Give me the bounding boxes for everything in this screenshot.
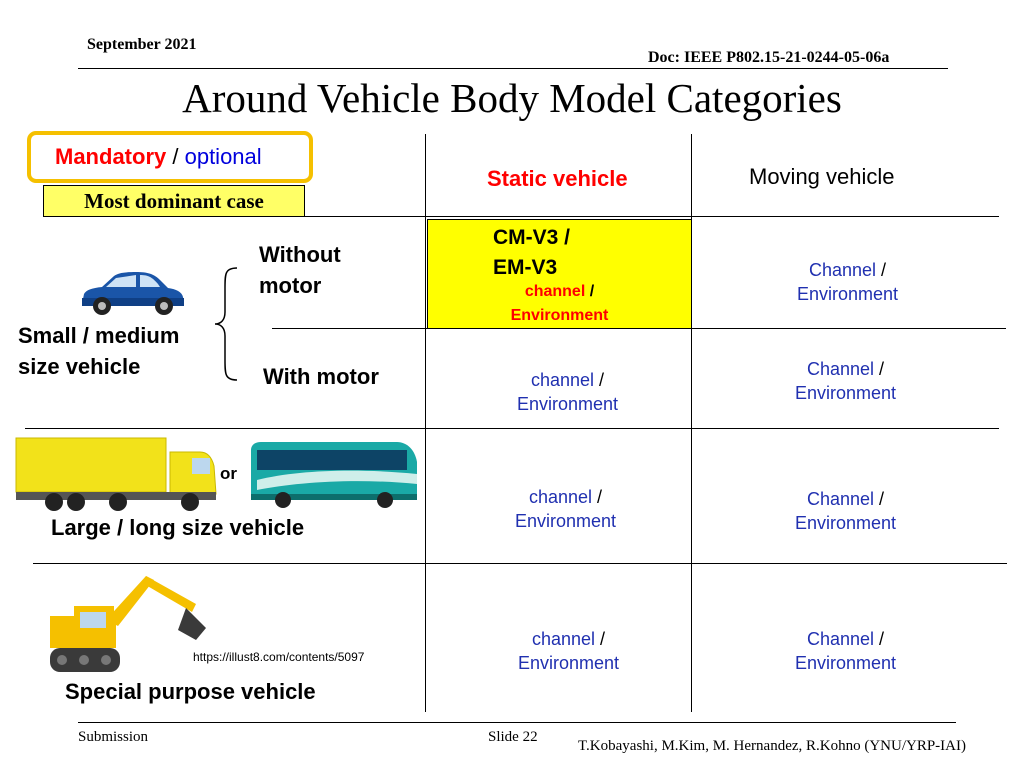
highlight-cell: [427, 219, 692, 329]
environment-label: Environment: [794, 653, 897, 673]
grid-vline-2: [691, 134, 692, 712]
footer-slide-number: Slide 22: [488, 729, 538, 745]
cell-static-with: channel / Environment: [460, 368, 675, 416]
column-header-static: Static vehicle: [487, 166, 628, 191]
channel-label: Channel: [808, 260, 877, 280]
header-date: September 2021: [87, 36, 197, 53]
environment-label: Environment: [517, 653, 620, 673]
channel-label: channel: [524, 283, 586, 300]
environment-label: Environment: [794, 513, 897, 533]
cell-moving-large: Channel / Environment: [738, 487, 953, 535]
separator: /: [585, 283, 595, 300]
row-label-line: Small / medium: [18, 323, 180, 348]
separator: /: [594, 370, 605, 390]
row-label-line: Without: [259, 242, 341, 267]
column-header-moving: Moving vehicle: [749, 164, 895, 189]
row-label-without-motor: Without motor: [259, 239, 341, 301]
truck-icon: [15, 437, 217, 511]
cell-static-without-environment: Environment: [510, 307, 609, 324]
header-rule: [78, 68, 948, 69]
row-label-line: size vehicle: [18, 354, 141, 379]
environment-label: Environment: [796, 284, 899, 304]
channel-label: channel: [528, 487, 593, 507]
curly-brace-icon: [214, 267, 238, 381]
legend-text: Mandatory / optional: [55, 144, 262, 170]
bus-icon: [251, 442, 417, 508]
footer-submission: Submission: [78, 729, 149, 745]
grid-hline-3: [33, 563, 1007, 564]
channel-label: channel: [530, 370, 595, 390]
channel-label: Channel: [806, 629, 875, 649]
legend-mandatory: Mandatory: [55, 144, 167, 169]
channel-label: channel: [531, 629, 596, 649]
row-label-with-motor: With motor: [263, 364, 379, 389]
legend-optional: optional: [184, 144, 262, 169]
environment-label: Environment: [794, 383, 897, 403]
legend-slash: /: [166, 144, 185, 169]
row-label-line: motor: [259, 273, 322, 298]
environment-label: Environment: [516, 394, 619, 414]
grid-vline-1: [425, 134, 426, 712]
row-label-special: Special purpose vehicle: [65, 679, 316, 704]
row-label-large-long: Large / long size vehicle: [51, 515, 305, 540]
cell-static-without-line1: CM-V3 /: [493, 226, 571, 249]
cell-moving-with: Channel / Environment: [738, 357, 953, 405]
channel-label: Channel: [806, 489, 875, 509]
cell-moving-without: Channel / Environment: [740, 258, 955, 306]
grid-hline-header: [305, 216, 999, 217]
cell-static-without-channel: channel /: [427, 283, 692, 301]
channel-label: Channel: [806, 359, 875, 379]
slide-title: Around Vehicle Body Model Categories: [182, 75, 842, 121]
environment-label: Environment: [514, 511, 617, 531]
legend-box: [27, 131, 313, 183]
cell-moving-special: Channel / Environment: [738, 627, 953, 675]
cell-static-large: channel / Environment: [458, 485, 673, 533]
cell-static-special: channel / Environment: [461, 627, 676, 675]
header-doc-id: Doc: IEEE P802.15-21-0244-05-06a: [648, 49, 890, 66]
image-credit-url: https://illust8.com/contents/5097: [193, 650, 365, 664]
separator: /: [876, 260, 887, 280]
separator: /: [592, 487, 603, 507]
sedan-car-icon: [82, 272, 184, 315]
cell-static-without-line2: EM-V3: [493, 256, 558, 279]
footer-authors: T.Kobayashi, M.Kim, M. Hernandez, R.Kohn…: [578, 738, 966, 754]
separator: /: [874, 629, 885, 649]
row-label-small-medium: Small / medium size vehicle: [18, 320, 179, 382]
separator: /: [595, 629, 606, 649]
separator: /: [874, 489, 885, 509]
or-label: or: [220, 464, 237, 483]
separator: /: [874, 359, 885, 379]
excavator-icon: [50, 576, 206, 672]
footer-rule: [78, 722, 956, 723]
grid-hline-2: [25, 428, 999, 429]
dominant-case-label: Most dominant case: [43, 185, 305, 217]
